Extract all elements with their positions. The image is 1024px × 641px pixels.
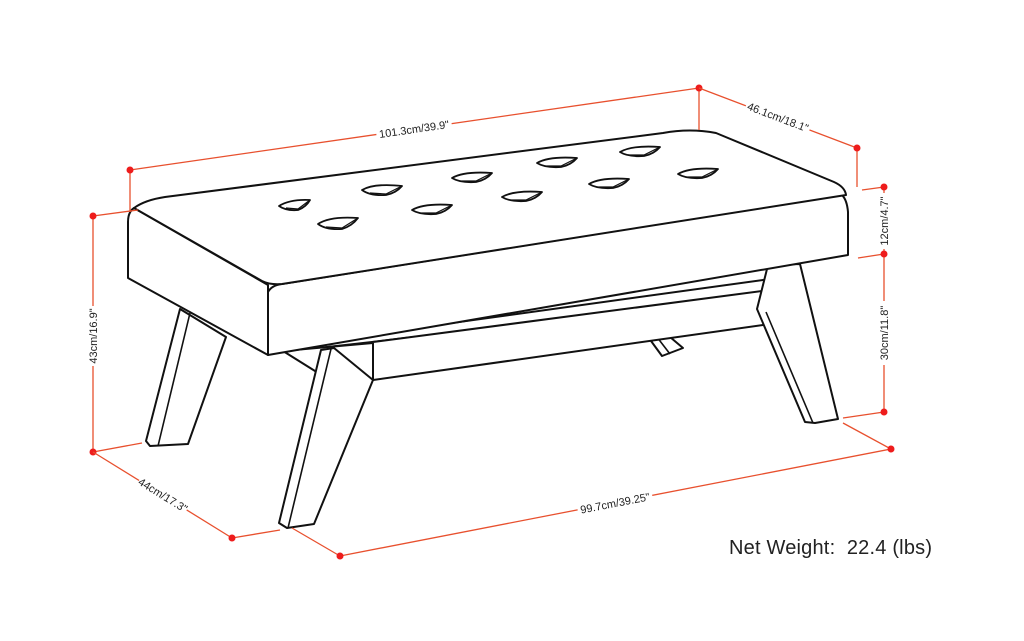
dimension-depth-bottom: 44cm/17.3" [92,451,281,542]
tuft [501,190,543,203]
cushion-tufts [278,145,719,231]
tuft [361,184,403,197]
total-height-label: 43cm/16.9" [88,308,100,363]
bench-apron [282,278,771,381]
tuft [451,171,493,184]
tuft [619,145,661,158]
back-left-leg [145,308,227,447]
tuft [317,216,359,231]
leg-height-label: 30cm/11.8" [879,306,891,361]
tuft [588,177,630,190]
net-weight-value: 22.4 (lbs) [846,537,933,559]
dimension-leg-height: 30cm/11.8" [842,250,891,419]
seat-cushion [127,129,849,356]
depth-bottom-label: 44cm/17.3" [136,476,189,515]
dimension-seat-thickness: 12cm/4.7" [861,183,891,254]
tuft [677,167,719,180]
tuft [411,203,453,216]
tuft [278,198,311,212]
net-weight-text: Net Weight: 22.4 (lbs) [729,537,932,560]
dimension-total-height: 43cm/16.9" [85,209,143,456]
front-right-leg [756,263,839,424]
front-left-leg [278,347,374,529]
tuft [536,156,578,169]
net-weight-label: Net Weight: [729,537,836,559]
bench-drawing [127,129,849,529]
seat-thickness-label: 12cm/4.7" [879,196,891,245]
